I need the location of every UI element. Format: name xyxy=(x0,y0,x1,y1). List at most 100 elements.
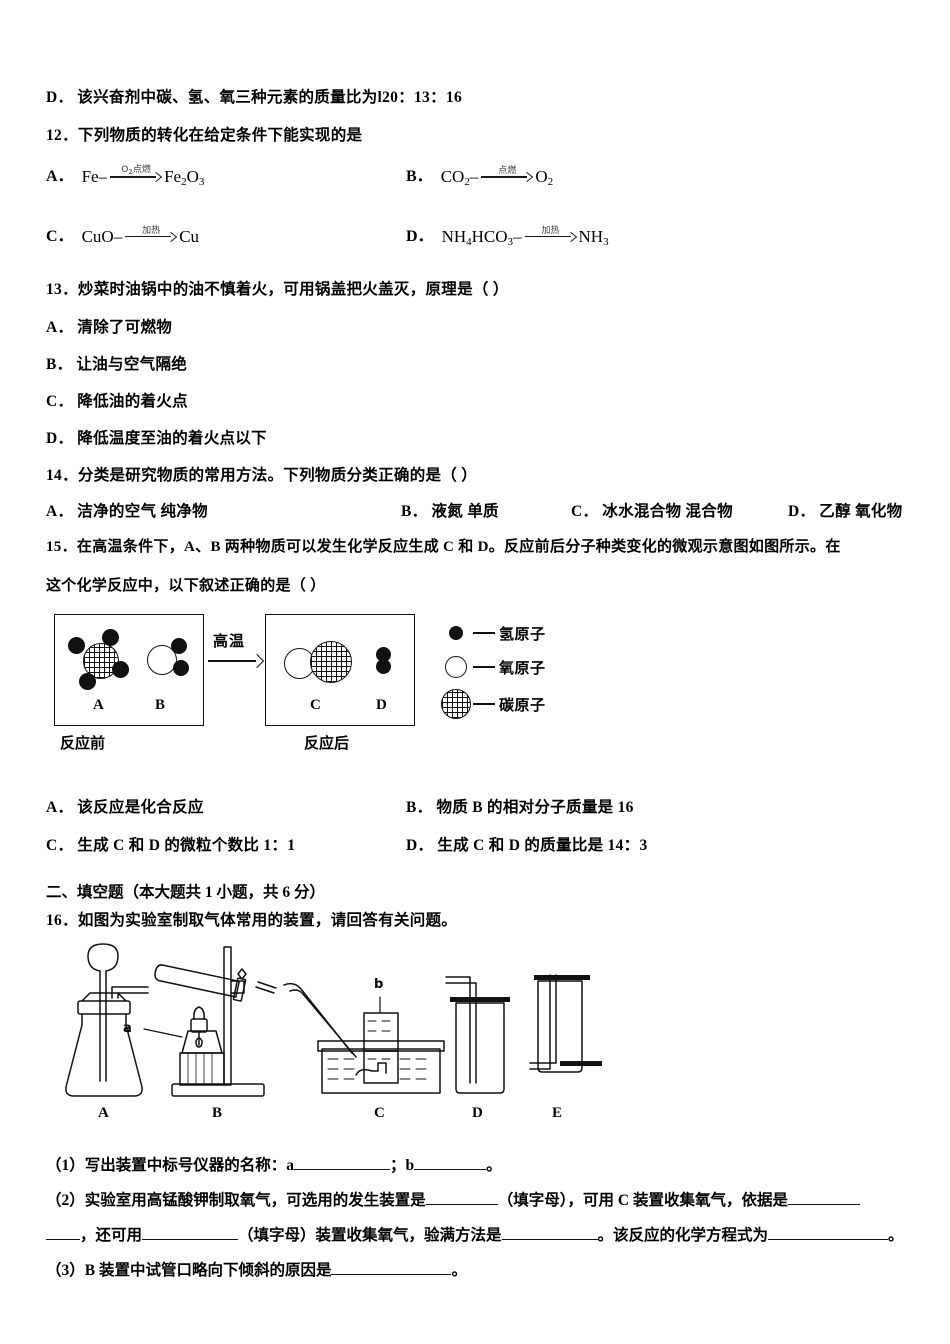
option-text: 液氮 单质 xyxy=(431,502,499,520)
option-text: 清除了可燃物 xyxy=(77,318,173,336)
dash: – xyxy=(469,167,479,187)
answer-blank-tilt-reason[interactable] xyxy=(331,1260,452,1275)
sub1-prefix: （1）写出装置中标号仪器的名称：a xyxy=(46,1157,295,1175)
question-text: 下列物质的转化在给定条件下能实现的是 xyxy=(77,127,363,145)
option-label: D． xyxy=(46,429,74,447)
question-13-option-a: A．清除了可燃物 xyxy=(46,316,912,340)
before-reaction-caption: 反应前 xyxy=(60,734,106,753)
dash: – xyxy=(113,227,123,247)
legend-dash xyxy=(473,703,495,706)
legend-label-hydrogen: 氢原子 xyxy=(499,624,546,643)
question-14-option-c: C．冰水混合物 混合物 xyxy=(571,500,733,524)
carbon-atom xyxy=(310,641,352,684)
question-number: 13． xyxy=(46,280,78,298)
sub1-suffix: 。 xyxy=(486,1157,502,1175)
reaction-equation-a: Fe – O2点燃 Fe2O3 xyxy=(82,166,205,188)
molecule-label-c: C xyxy=(310,697,321,714)
callout-label-a: a xyxy=(123,1021,132,1037)
question-text: 分类是研究物质的常用方法。下列物质分类正确的是（ ） xyxy=(77,466,478,484)
hydrogen-atom xyxy=(173,660,189,677)
atom-legend: 氢原子 氧原子 碳原子 xyxy=(441,616,661,724)
hydrogen-atom xyxy=(79,673,96,691)
reactant: NH4HCO3 xyxy=(441,226,514,248)
option-text: 冰水混合物 混合物 xyxy=(602,502,733,520)
question-number: 15． xyxy=(46,538,77,555)
reaction-equation-d: NH4HCO3 – 加热 NH3 xyxy=(442,227,609,248)
page-content: D．该兴奋剂中碳、氢、氧三种元素的质量比为l20：13：16 12．下列物质的转… xyxy=(46,86,912,1294)
option-text: 物质 B 的相对分子质量是 16 xyxy=(436,799,634,817)
option-text: 生成 C 和 D 的微粒个数比 1：1 xyxy=(77,837,296,855)
sub2-part4: （填字母）装置收集氧气，验满方法是 xyxy=(238,1226,502,1244)
filled-small-circle-icon xyxy=(441,626,471,641)
answer-blank-reason[interactable] xyxy=(787,1190,860,1206)
sub2-part6: 。 xyxy=(888,1226,904,1244)
hydrogen-atom xyxy=(68,637,85,655)
apparatus-label-e: E xyxy=(552,1105,563,1122)
option-label: D． xyxy=(406,227,434,245)
question-15-stem-line-2: 这个化学反应中，以下叙述正确的是（ ） xyxy=(46,575,912,598)
answer-blank-test-full[interactable] xyxy=(501,1225,598,1240)
reaction-arrow-icon: 加热 xyxy=(524,227,577,243)
question-13-option-c: C．降低油的着火点 xyxy=(46,390,912,414)
question-14-option-b: B．液氮 单质 xyxy=(401,500,499,524)
option-label: B． xyxy=(406,799,433,817)
answer-blank-reason-cont[interactable] xyxy=(46,1225,80,1240)
question-14-stem: 14．分类是研究物质的常用方法。下列物质分类正确的是（ ） xyxy=(46,464,912,488)
question-12-option-b: B． CO2 – 点燃 O2 xyxy=(406,162,912,188)
question-16-figure: a b A B C D E xyxy=(60,941,620,1126)
question-12-option-d: D． NH4HCO3 – 加热 NH3 xyxy=(406,222,912,248)
product: O2 xyxy=(535,166,554,188)
callout-label-b: b xyxy=(374,977,384,993)
callout-a-leader xyxy=(143,1028,183,1038)
option-label: B． xyxy=(401,502,428,520)
option-label: A． xyxy=(46,168,74,186)
sub2-part5: 。该反应的化学方程式为 xyxy=(597,1226,769,1244)
question-13-option-d: D．降低温度至油的着火点以下 xyxy=(46,427,912,451)
answer-blank-collect[interactable] xyxy=(142,1225,239,1240)
dash: – xyxy=(513,227,522,247)
hydrogen-atom xyxy=(376,659,391,675)
question-12-option-c: C． CuO – 加热 Cu xyxy=(46,222,406,247)
legend-row-carbon: 碳原子 xyxy=(441,684,661,724)
question-number: 12． xyxy=(46,127,78,145)
question-number: 16． xyxy=(46,912,78,930)
question-15-option-b: B．物质 B 的相对分子质量是 16 xyxy=(406,796,912,820)
question-16-stem: 16．如图为实验室制取气体常用的装置，请回答有关问题。 xyxy=(46,909,912,933)
reaction-condition-high-temp: 高温 xyxy=(213,632,246,651)
question-text: 炒菜时油锅中的油不慎着火，可用锅盖把火盖灭，原理是（ ） xyxy=(77,280,509,298)
oxygen-atom xyxy=(284,648,315,680)
hydrogen-atom xyxy=(112,661,129,679)
molecule-label-d: D xyxy=(376,697,387,714)
sub2-part1: （2）实验室用高锰酸钾制取氧气，可选用的发生装置是 xyxy=(46,1192,426,1210)
option-text: 该反应是化合反应 xyxy=(77,799,204,817)
answer-blank-equation[interactable] xyxy=(768,1225,889,1240)
apparatus-label-b: B xyxy=(212,1105,223,1122)
question-16-sub-2-line-1: （2）实验室用高锰酸钾制取氧气，可选用的发生装置是（填字母），可用 C 装置收集… xyxy=(46,1189,912,1214)
option-label: A． xyxy=(46,799,74,817)
answer-blank-b[interactable] xyxy=(414,1155,487,1171)
section-2-heading: 二、填空题（本大题共 1 小题，共 6 分） xyxy=(46,884,326,902)
question-14-option-d: D．乙醇 氧化物 xyxy=(788,500,902,524)
option-label: B． xyxy=(406,168,433,186)
reaction-arrow-icon: 点燃 xyxy=(481,167,533,183)
apparatus-diagram xyxy=(65,943,602,1098)
question-15-option-c: C．生成 C 和 D 的微粒个数比 1：1 xyxy=(46,834,406,858)
hydrogen-atom xyxy=(171,638,187,655)
option-text: 降低油的着火点 xyxy=(77,392,188,410)
water-hatching xyxy=(327,1058,427,1080)
option-label: B． xyxy=(46,355,73,373)
product: Fe2O3 xyxy=(164,166,205,188)
carbon-atom xyxy=(83,643,119,680)
question-text: 如图为实验室制取气体常用的装置，请回答有关问题。 xyxy=(77,912,458,930)
apparatus-b-test-tube-stand xyxy=(154,946,277,1098)
legend-label-carbon: 碳原子 xyxy=(499,695,546,714)
answer-blank-generator[interactable] xyxy=(425,1190,498,1206)
reaction-equation-c: CuO – 加热 Cu xyxy=(82,227,199,247)
option-label: C． xyxy=(571,502,599,520)
product: Cu xyxy=(179,227,200,247)
question-text-cont: 这个化学反应中，以下叙述正确的是（ ） xyxy=(46,578,326,595)
question-15-option-a: A．该反应是化合反应 xyxy=(46,796,406,820)
apparatus-c-water-trough xyxy=(283,983,445,1095)
answer-blank-a[interactable] xyxy=(294,1155,391,1171)
legend-row-oxygen: 氧原子 xyxy=(441,650,661,684)
